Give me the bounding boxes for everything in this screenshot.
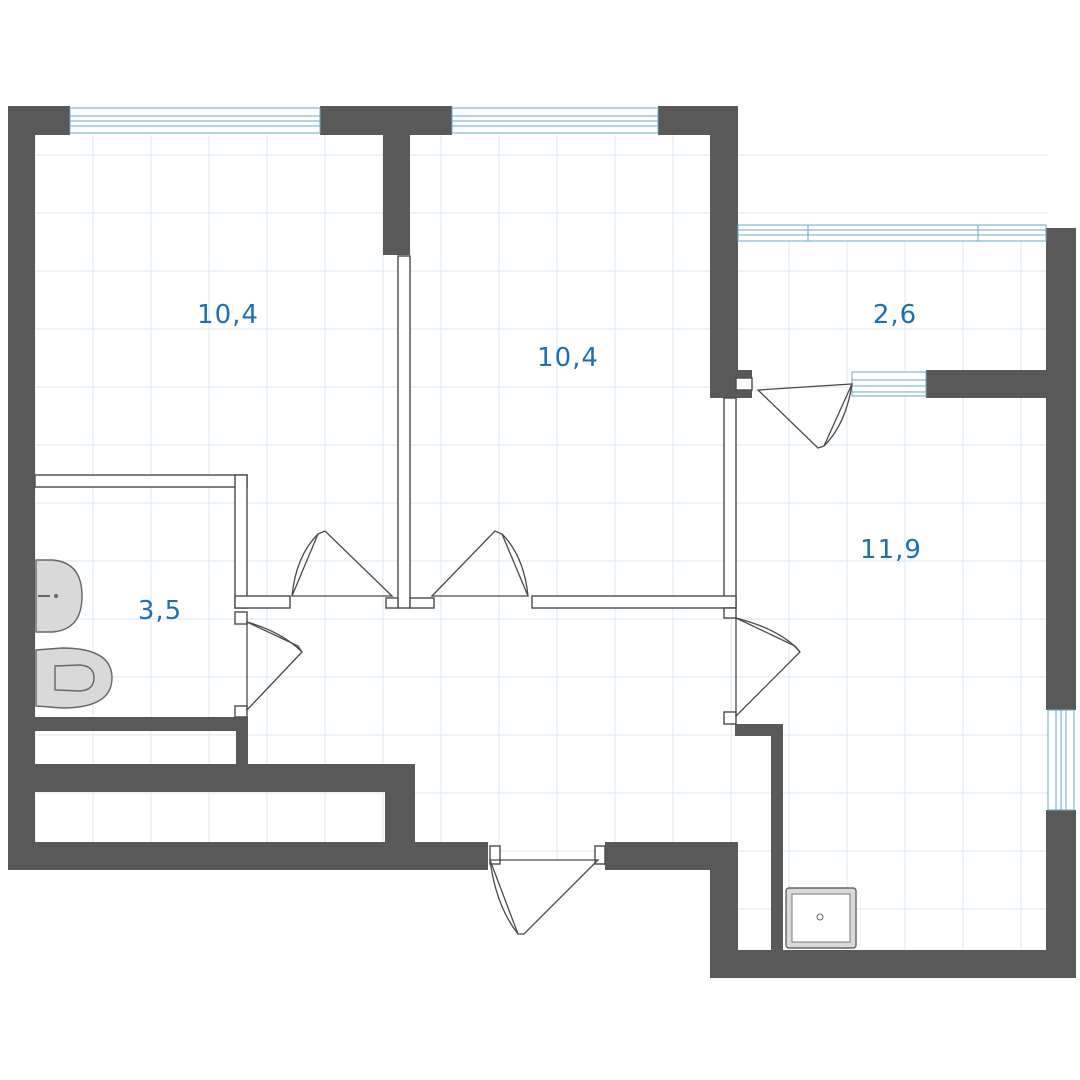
shower-tray-icon xyxy=(785,887,857,949)
window-balcony xyxy=(737,224,1047,242)
bathroom-fixtures xyxy=(35,559,113,709)
room-area-kitchen: 11,9 xyxy=(860,535,922,565)
window-bedroom-1 xyxy=(69,107,321,134)
window-balcony-door xyxy=(851,371,927,397)
window-bedroom-2 xyxy=(451,107,659,134)
exterior-walls xyxy=(8,106,1076,978)
room-area-bedroom-1: 10,4 xyxy=(197,300,259,330)
door-entrance[interactable] xyxy=(489,859,600,935)
room-area-bedroom-2: 10,4 xyxy=(537,343,599,373)
door-bedroom-1[interactable] xyxy=(291,530,394,597)
window-kitchen xyxy=(1047,709,1075,811)
doors xyxy=(246,383,854,935)
door-bathroom[interactable] xyxy=(246,620,303,712)
room-area-balcony: 2,6 xyxy=(873,300,917,330)
room-area-bathroom: 3,5 xyxy=(138,596,182,626)
sink-icon xyxy=(35,559,83,633)
door-kitchen[interactable] xyxy=(735,616,801,718)
door-bedroom-2[interactable] xyxy=(430,530,529,597)
toilet-icon xyxy=(35,647,113,709)
door-balcony[interactable] xyxy=(756,383,854,449)
interior-partitions xyxy=(34,255,753,865)
